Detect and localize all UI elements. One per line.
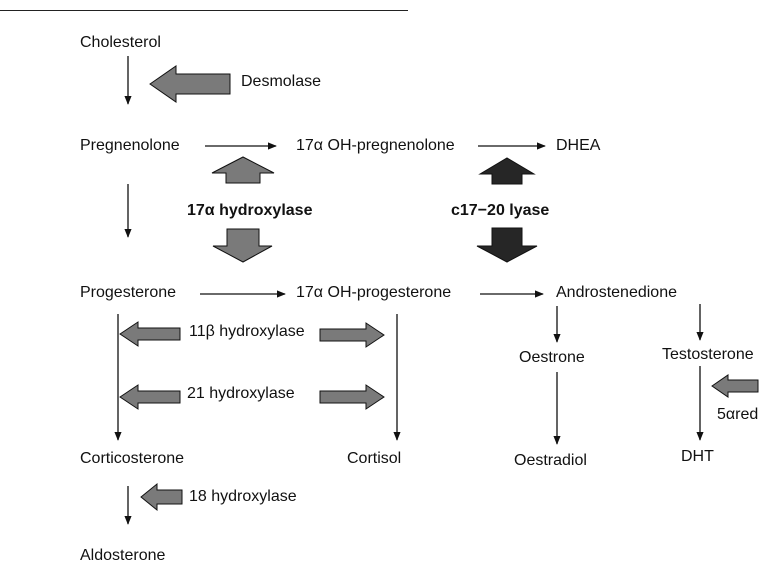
lyase-down-arrow <box>476 227 538 263</box>
compound-dhea: DHEA <box>556 137 601 154</box>
17a-hydroxylase-up-arrow <box>211 156 275 184</box>
enzyme-17a-hydroxylase: 17α hydroxylase <box>187 202 313 219</box>
compound-oestrone: Oestrone <box>519 349 585 366</box>
compound-progesterone: Progesterone <box>80 284 177 301</box>
enzyme-desmolase: Desmolase <box>241 73 322 90</box>
enzyme-11b-hydroxylase: 11β hydroxylase <box>189 323 305 340</box>
18-hydroxylase-block-arrow <box>140 482 183 512</box>
compound-dht: DHT <box>681 448 714 465</box>
5a-reductase-block-arrow <box>711 374 759 398</box>
compound-17oh-pregnenolone: 17α OH-pregnenolone <box>296 137 455 154</box>
enzyme-c17-20-lyase: c17−20 lyase <box>451 202 550 219</box>
enzyme-21-hydroxylase: 21 hydroxylase <box>187 385 295 402</box>
17a-hydroxylase-down-arrow <box>212 228 273 263</box>
compound-17oh-progesterone: 17α OH-progesterone <box>296 284 452 301</box>
enzyme-18-hydroxylase: 18 hydroxylase <box>189 488 297 505</box>
11b-hydroxylase-left-arrow <box>119 321 181 347</box>
compound-corticosterone: Corticosterone <box>80 450 185 467</box>
compound-androstenedione: Androstenedione <box>556 284 677 301</box>
compound-testosterone: Testosterone <box>662 346 754 363</box>
compound-oestradiol: Oestradiol <box>514 452 587 469</box>
compound-pregnenolone: Pregnenolone <box>80 137 180 154</box>
top-rule <box>0 10 408 11</box>
compound-aldosterone: Aldosterone <box>80 547 166 564</box>
compound-cholesterol: Cholesterol <box>80 34 161 51</box>
lyase-up-arrow <box>478 157 536 185</box>
21-hydroxylase-left-arrow <box>119 384 181 410</box>
11b-hydroxylase-right-arrow <box>319 322 385 348</box>
21-hydroxylase-right-arrow <box>319 384 385 410</box>
desmolase-block-arrow <box>149 65 231 103</box>
compound-cortisol: Cortisol <box>347 450 402 467</box>
enzyme-5a-reductase: 5αred <box>717 406 759 423</box>
